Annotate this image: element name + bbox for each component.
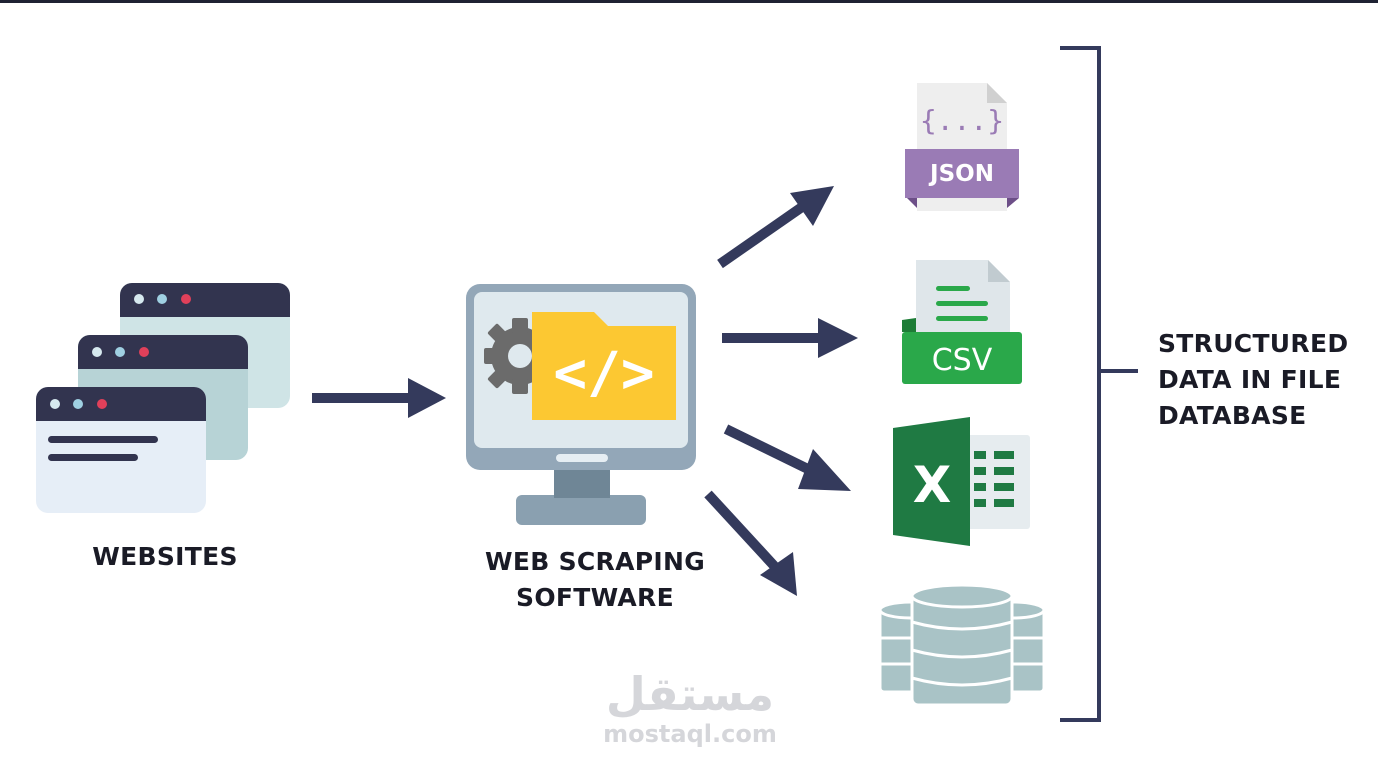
json-braces: {...}: [920, 104, 1004, 137]
json-label: JSON: [928, 161, 994, 187]
software-label-line-2: SOFTWARE: [516, 583, 674, 612]
arrow-to-csv: [722, 318, 858, 358]
top-border: [0, 0, 1378, 3]
arrow-websites-to-software: [312, 378, 446, 418]
websites-icon: [36, 283, 290, 513]
code-symbol: </>: [553, 341, 654, 406]
excel-file-icon: X: [893, 417, 1030, 546]
websites-label: WEBSITES: [40, 539, 290, 575]
structured-label-line-2: DATA IN FILE: [1158, 365, 1342, 394]
web-scraping-software-label: WEB SCRAPING SOFTWARE: [430, 544, 760, 616]
database-icon: [878, 583, 1046, 707]
folder-icon: [532, 312, 676, 420]
structured-label-line-3: DATABASE: [1158, 401, 1307, 430]
watermark-arabic: مستقل: [605, 667, 775, 721]
websites-label-text: WEBSITES: [92, 542, 238, 571]
browser-window-front: [36, 387, 206, 513]
watermark-latin: mostaql.com: [603, 720, 777, 748]
structured-data-label: STRUCTURED DATA IN FILE DATABASE: [1158, 326, 1373, 434]
csv-label: CSV: [932, 343, 993, 378]
software-label-line-1: WEB SCRAPING: [484, 547, 706, 576]
watermark: مستقل mostaql.com: [560, 668, 820, 748]
arrow-to-json: [717, 186, 834, 269]
arrow-to-database: [704, 490, 797, 596]
arrow-to-excel: [723, 424, 851, 491]
excel-letter: X: [913, 456, 952, 514]
grouping-bracket: [1060, 46, 1138, 722]
json-file-icon: {...} JSON: [905, 83, 1019, 211]
web-scraping-software-icon: </>: [466, 284, 696, 525]
structured-label-line-1: STRUCTURED: [1158, 329, 1349, 358]
csv-file-icon: CSV: [902, 260, 1022, 384]
